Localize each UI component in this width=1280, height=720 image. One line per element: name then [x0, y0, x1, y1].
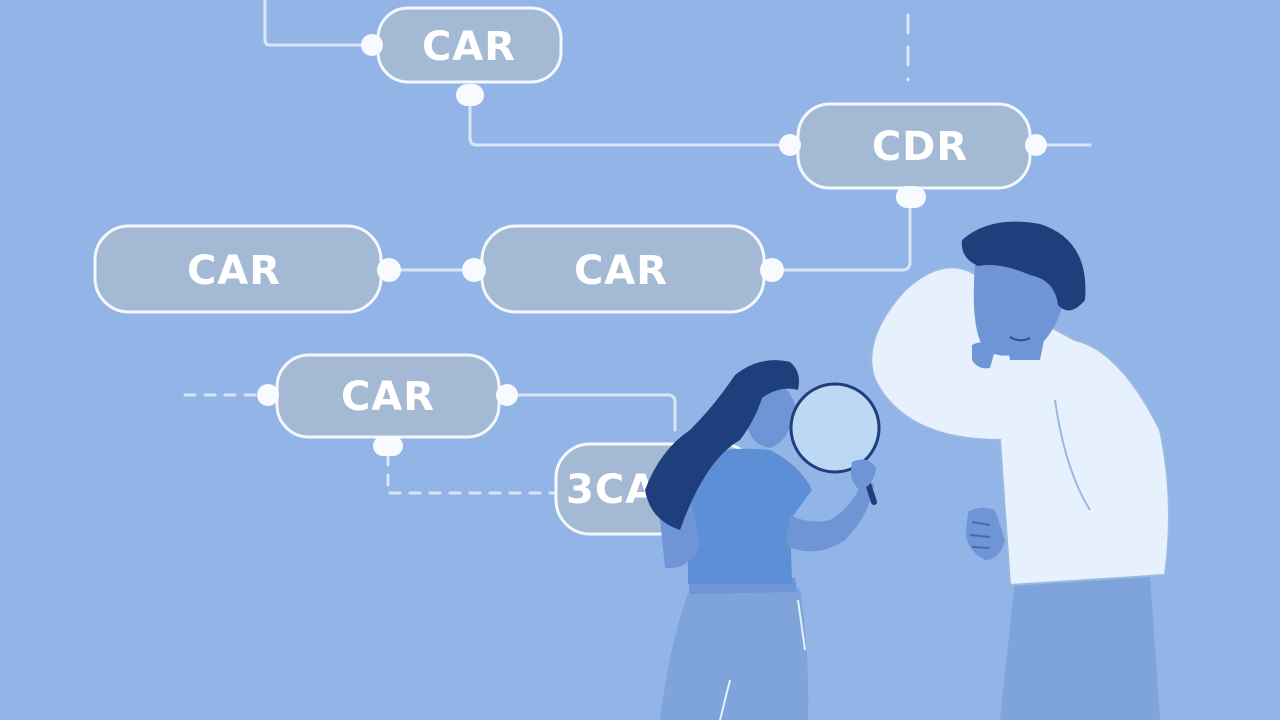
port	[496, 384, 518, 406]
child-hair	[645, 360, 799, 530]
adult-hand	[966, 507, 1005, 560]
port	[377, 258, 401, 282]
adult-hand-chin	[972, 342, 995, 369]
port	[462, 258, 486, 282]
adult-smile	[1009, 336, 1031, 342]
port	[1025, 134, 1047, 156]
connector-n2-n4	[773, 193, 912, 272]
adult-fingers	[969, 521, 991, 549]
connector-n1-n2	[468, 98, 792, 147]
port	[779, 134, 801, 156]
connectors	[183, 0, 1092, 495]
person-with-magnifier-icon	[645, 360, 881, 720]
child-arm-right	[785, 480, 874, 552]
port	[373, 436, 403, 456]
adult-hair	[961, 221, 1086, 311]
node-4-label: CAR	[574, 248, 668, 294]
node-1-label: CAR	[422, 24, 516, 70]
magnifying-glass-icon	[789, 382, 881, 474]
child-shirt	[688, 448, 812, 584]
connector-n5-down-dashed	[386, 453, 557, 495]
port	[896, 186, 926, 208]
node-1: CAR	[376, 6, 563, 84]
ports	[257, 34, 1047, 456]
node-2-label: CDR	[872, 124, 968, 170]
connector-n5-n6	[503, 393, 677, 432]
child-hand	[851, 459, 876, 490]
port	[257, 384, 279, 406]
node-3: CAR	[93, 224, 383, 314]
adult-pants	[1000, 575, 1160, 720]
node-5: CAR	[275, 353, 501, 439]
node-2: CDR	[796, 102, 1032, 190]
adult-face	[973, 254, 1064, 356]
person-standing-icon	[870, 221, 1170, 720]
connector-top-left	[263, 0, 372, 47]
adult-shirt	[870, 266, 1170, 587]
child-pants	[660, 588, 809, 720]
adult-sleeve-fold	[1054, 399, 1091, 511]
port	[361, 34, 383, 56]
node-4: CAR	[480, 224, 766, 314]
child-pants-seam	[719, 599, 806, 720]
port	[456, 84, 484, 106]
adult-neck	[1005, 330, 1045, 360]
node-3-label: CAR	[187, 248, 281, 294]
node-5-label: CAR	[341, 374, 435, 420]
port	[760, 258, 784, 282]
